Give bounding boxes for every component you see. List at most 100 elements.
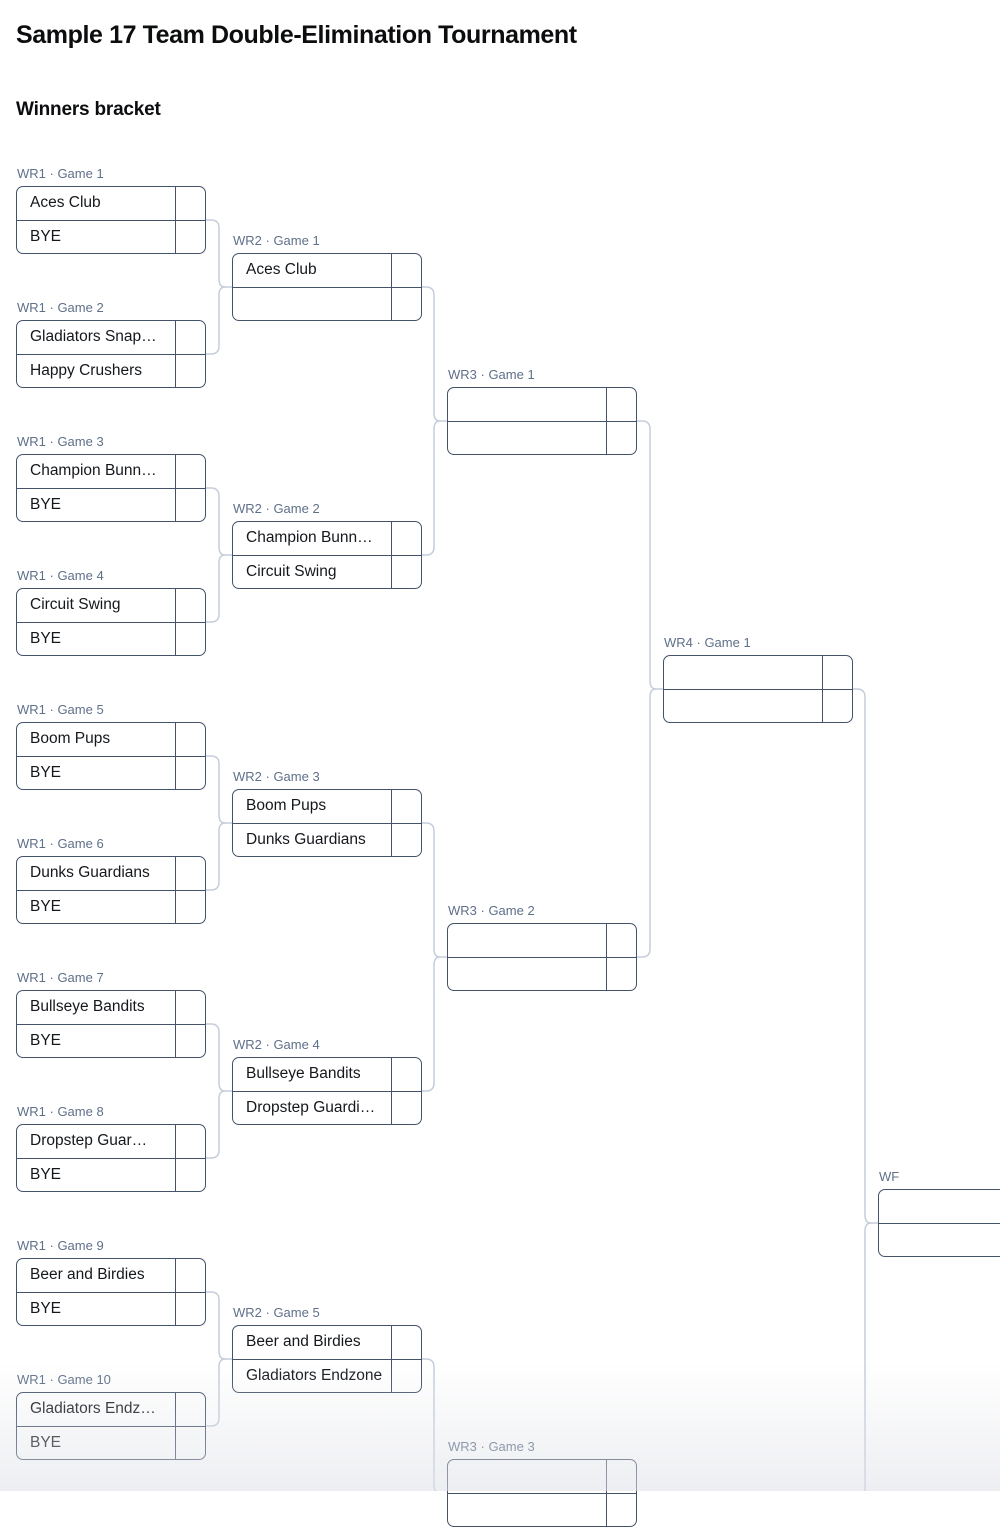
score-cell[interactable] [175, 622, 205, 655]
team-slot-bottom[interactable]: BYE [17, 1158, 205, 1191]
team-name: Gladiators Endzone [233, 1360, 391, 1393]
score-cell[interactable] [175, 857, 205, 890]
team-slot-bottom[interactable]: Circuit Swing [233, 555, 421, 588]
match-box[interactable] [878, 1189, 1000, 1257]
score-cell[interactable] [391, 555, 421, 588]
score-cell[interactable] [606, 1460, 636, 1493]
match-box[interactable]: Champion Bunn…BYE [16, 454, 206, 522]
team-slot-top[interactable]: Dunks Guardians [17, 857, 205, 891]
score-cell[interactable] [606, 1493, 636, 1526]
score-cell[interactable] [606, 924, 636, 957]
score-cell[interactable] [606, 421, 636, 454]
team-slot-top[interactable]: Aces Club [17, 187, 205, 221]
team-slot-bottom[interactable]: BYE [17, 622, 205, 655]
match-box[interactable]: Champion Bunn…Circuit Swing [232, 521, 422, 589]
score-cell[interactable] [606, 388, 636, 421]
score-cell[interactable] [175, 1259, 205, 1292]
score-cell[interactable] [175, 187, 205, 220]
match-box[interactable]: Gladiators Snap…Happy Crushers [16, 320, 206, 388]
match-box[interactable]: Aces Club [232, 253, 422, 321]
score-cell[interactable] [175, 455, 205, 488]
team-slot-bottom[interactable]: BYE [17, 890, 205, 923]
team-slot-bottom[interactable]: Gladiators Endzone [233, 1359, 421, 1393]
score-cell[interactable] [175, 1292, 205, 1325]
team-slot-top[interactable]: Gladiators Snap… [17, 321, 205, 355]
score-cell[interactable] [175, 1393, 205, 1426]
score-cell[interactable] [391, 287, 421, 320]
score-cell[interactable] [391, 522, 421, 555]
score-cell[interactable] [606, 957, 636, 990]
match-box[interactable] [447, 923, 637, 991]
team-slot-top[interactable]: Champion Bunn… [17, 455, 205, 489]
score-cell[interactable] [175, 723, 205, 756]
score-cell[interactable] [175, 321, 205, 354]
team-slot-bottom[interactable] [448, 957, 636, 990]
match-box[interactable] [663, 655, 853, 723]
team-slot-bottom[interactable] [879, 1224, 1000, 1257]
score-cell[interactable] [175, 756, 205, 789]
team-slot-bottom[interactable] [233, 287, 421, 320]
team-slot-bottom[interactable]: BYE [17, 220, 205, 253]
team-slot-bottom[interactable] [448, 421, 636, 454]
team-slot-top[interactable]: Beer and Birdies [17, 1259, 205, 1293]
team-slot-top[interactable]: Boom Pups [17, 723, 205, 757]
match-box[interactable]: Gladiators Endz…BYE [16, 1392, 206, 1460]
match-box[interactable]: Dropstep Guar…BYE [16, 1124, 206, 1192]
team-slot-top[interactable] [448, 388, 636, 422]
team-slot-bottom[interactable]: Dunks Guardians [233, 823, 421, 856]
score-cell[interactable] [391, 1359, 421, 1392]
score-cell[interactable] [175, 890, 205, 923]
team-slot-top[interactable]: Aces Club [233, 254, 421, 288]
score-cell[interactable] [175, 1426, 205, 1459]
score-cell[interactable] [822, 689, 852, 722]
team-slot-bottom[interactable]: Dropstep Guardians [233, 1091, 421, 1124]
team-slot-top[interactable]: Dropstep Guar… [17, 1125, 205, 1159]
match-box[interactable] [447, 1459, 637, 1527]
score-cell[interactable] [175, 1158, 205, 1191]
score-cell[interactable] [822, 656, 852, 689]
score-cell[interactable] [175, 220, 205, 253]
score-cell[interactable] [175, 589, 205, 622]
team-slot-bottom[interactable]: BYE [17, 756, 205, 789]
score-cell[interactable] [175, 1024, 205, 1057]
team-slot-bottom[interactable] [664, 689, 852, 722]
team-slot-top[interactable] [664, 656, 852, 690]
match-box[interactable] [447, 387, 637, 455]
team-slot-top[interactable]: Bullseye Bandits [233, 1058, 421, 1092]
score-cell[interactable] [391, 1091, 421, 1124]
score-cell[interactable] [175, 354, 205, 387]
team-slot-top[interactable]: Boom Pups [233, 790, 421, 824]
team-slot-top[interactable]: Beer and Birdies [233, 1326, 421, 1360]
team-slot-top[interactable] [448, 924, 636, 958]
score-cell[interactable] [391, 790, 421, 823]
score-cell[interactable] [175, 1125, 205, 1158]
team-slot-bottom[interactable]: BYE [17, 1426, 205, 1459]
team-slot-top[interactable]: Champion Bunn… [233, 522, 421, 556]
team-slot-top[interactable] [448, 1460, 636, 1494]
team-slot-bottom[interactable]: BYE [17, 1292, 205, 1325]
score-cell[interactable] [391, 1326, 421, 1359]
score-cell[interactable] [391, 1058, 421, 1091]
score-cell[interactable] [391, 823, 421, 856]
team-slot-bottom[interactable] [448, 1493, 636, 1526]
team-slot-bottom[interactable]: BYE [17, 488, 205, 521]
team-slot-top[interactable]: Circuit Swing [17, 589, 205, 623]
score-cell[interactable] [175, 488, 205, 521]
score-cell[interactable] [175, 991, 205, 1024]
team-slot-top[interactable]: Bullseye Bandits [17, 991, 205, 1025]
score-cell[interactable] [391, 254, 421, 287]
team-name: Gladiators Snap… [17, 321, 175, 354]
team-slot-bottom[interactable]: Happy Crushers [17, 354, 205, 387]
team-slot-top[interactable] [879, 1190, 1000, 1224]
team-slot-top[interactable]: Gladiators Endz… [17, 1393, 205, 1427]
team-slot-bottom[interactable]: BYE [17, 1024, 205, 1057]
